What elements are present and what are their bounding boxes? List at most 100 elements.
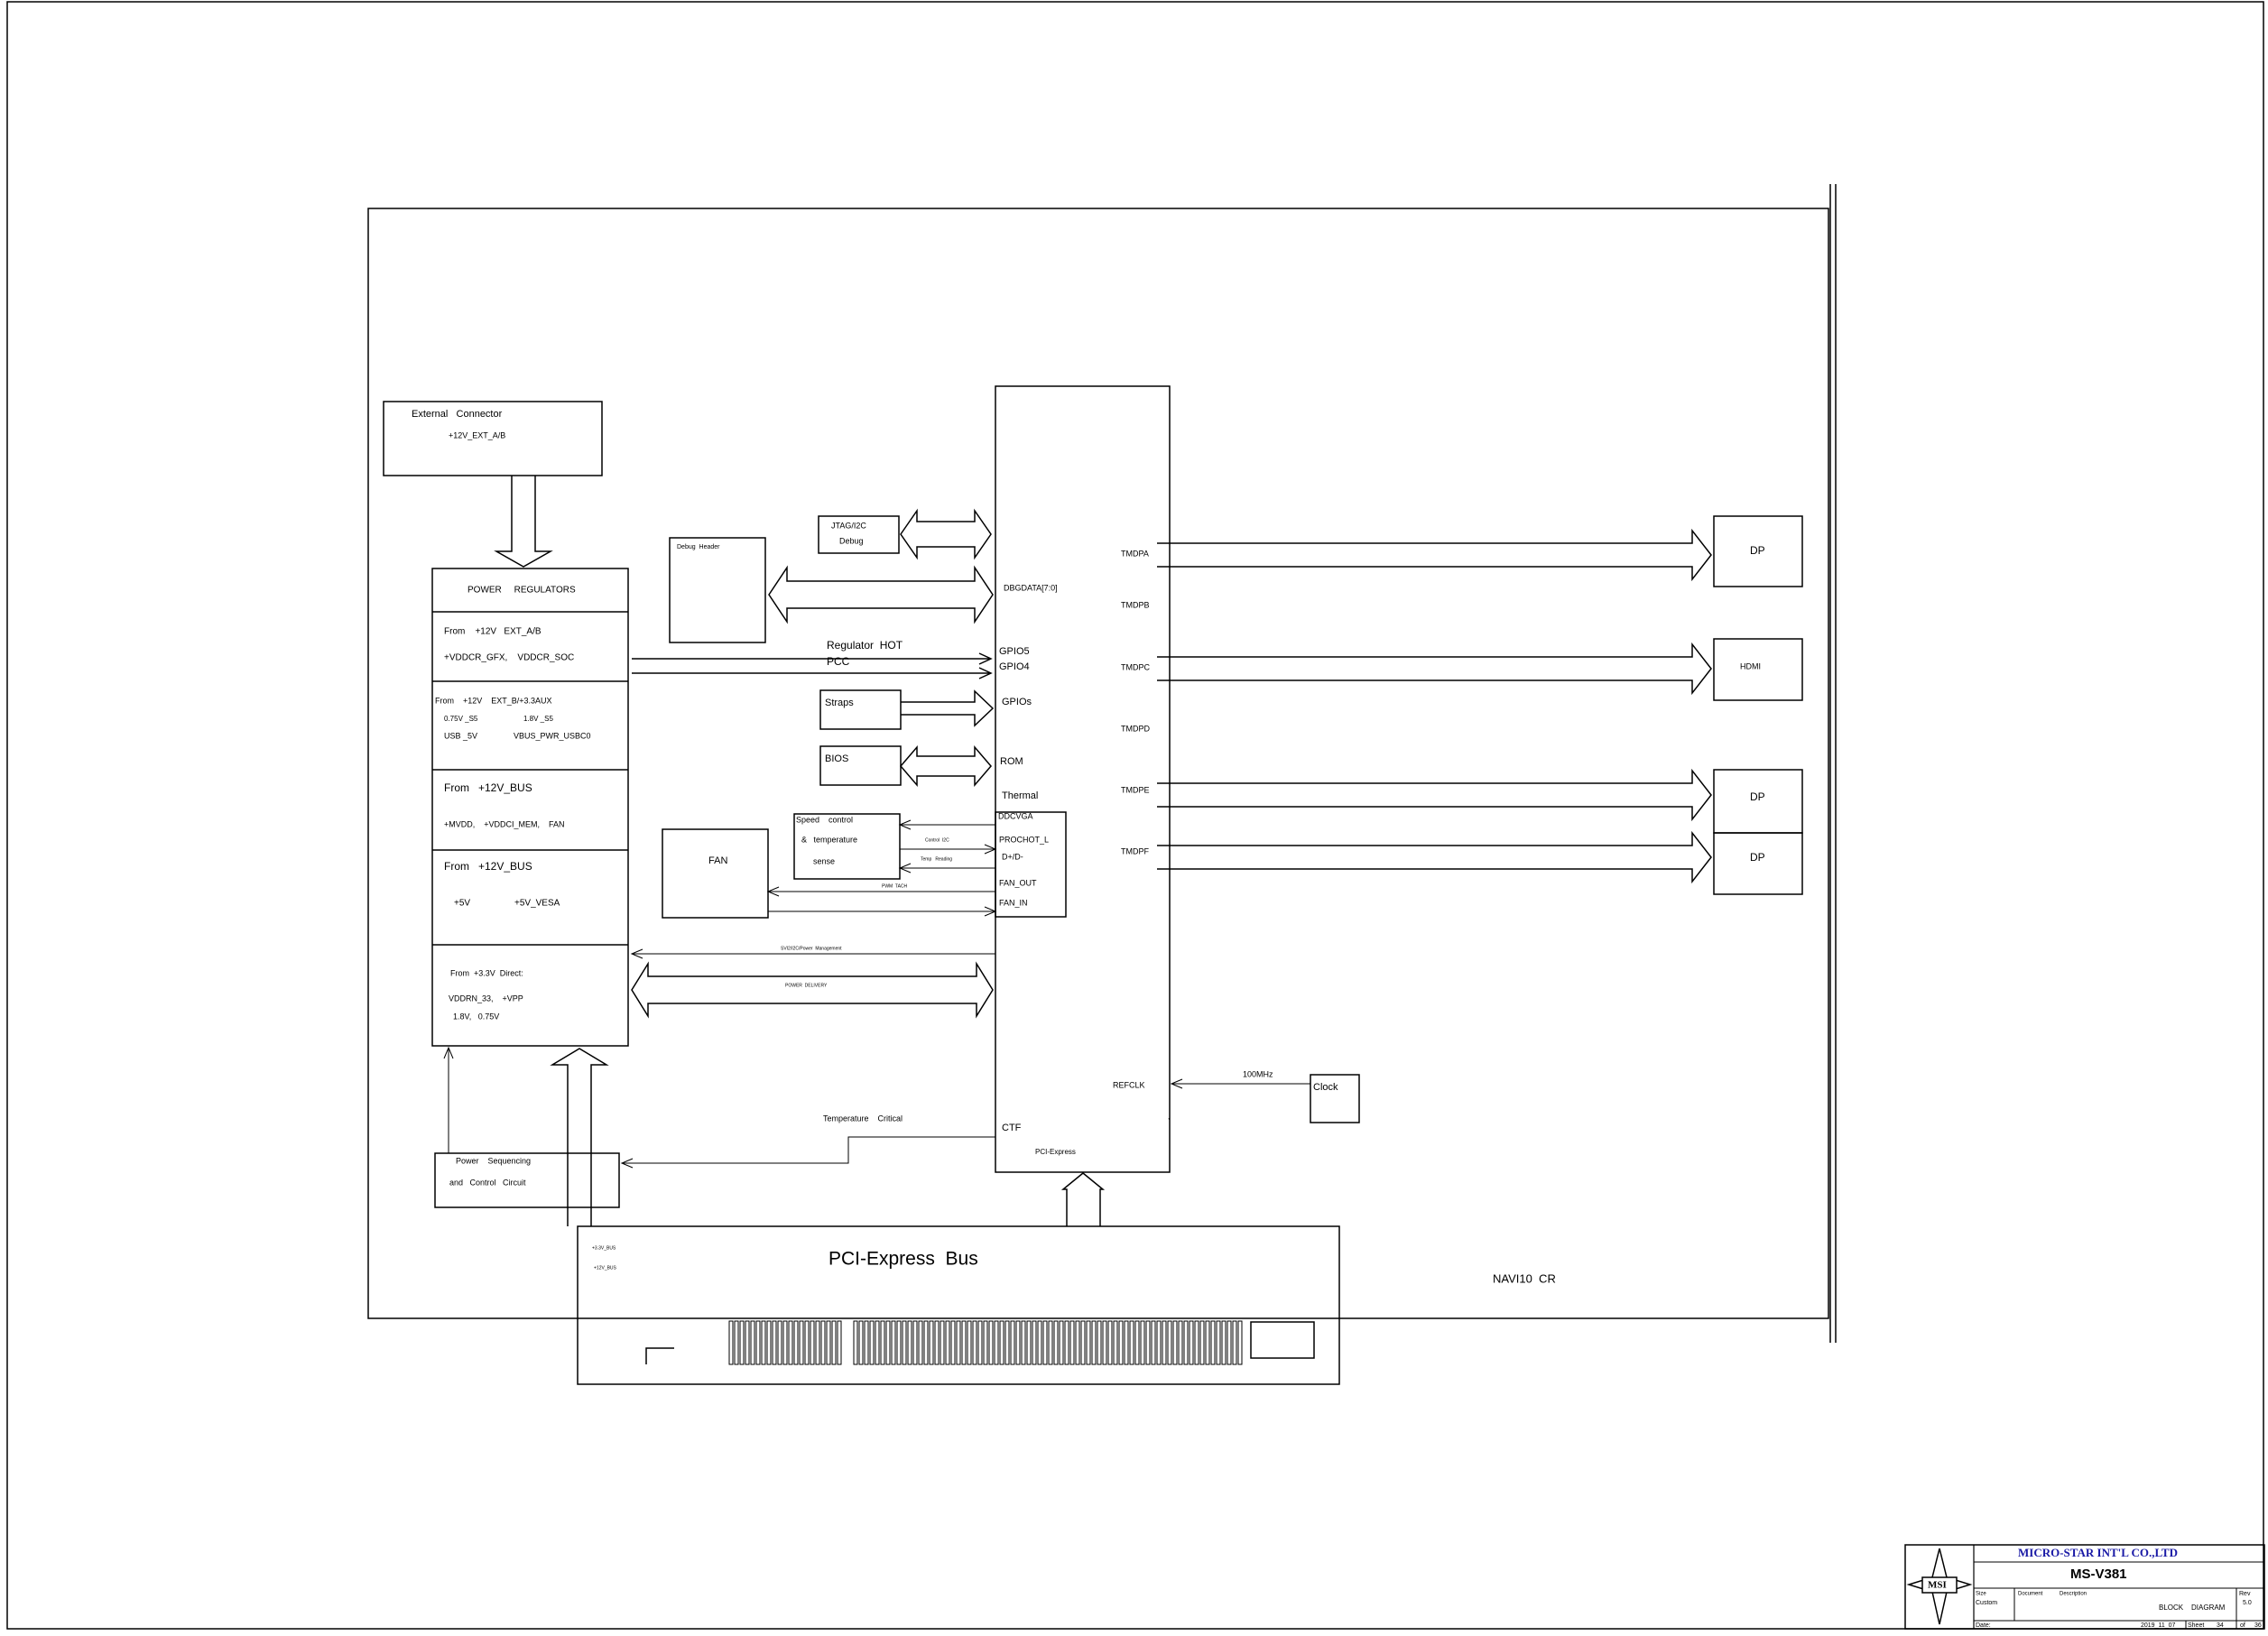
sec2-rail-c: USB _5V — [444, 731, 477, 740]
bus-power-arrow — [550, 1048, 609, 1226]
pcie-to-gpu-arrow — [1060, 1172, 1106, 1226]
gold-finger — [1194, 1320, 1199, 1365]
tmds-label-f: TMDPF — [1121, 846, 1149, 855]
gold-finger — [902, 1320, 907, 1365]
gold-finger — [1167, 1320, 1172, 1365]
gold-finger — [772, 1320, 777, 1365]
bus-rail-b: +12V_BUS — [594, 1265, 617, 1271]
tmds-label-b: TMDPB — [1121, 600, 1150, 609]
pcie-bus-box — [577, 1225, 1340, 1385]
sec3-from: From +12V_BUS — [444, 781, 532, 794]
gold-finger — [1086, 1320, 1091, 1365]
size-value: Custom — [1976, 1600, 1997, 1606]
gold-finger — [977, 1320, 983, 1365]
pin-ctf: CTF — [1002, 1123, 1022, 1133]
fan-in-arrow — [768, 906, 997, 917]
date-label: Date: — [1976, 1622, 1991, 1629]
gold-finger — [907, 1320, 912, 1365]
pin-ddcvga: DDCVGA — [998, 811, 1033, 820]
gold-finger — [1172, 1320, 1178, 1365]
model-number: MS-V381 — [2070, 1567, 2127, 1582]
key-notch-left — [645, 1347, 674, 1364]
gold-finger — [1021, 1320, 1026, 1365]
temp-reading-label: Temp Reading — [921, 856, 952, 862]
straps-box — [819, 689, 902, 730]
debug-header-label: Debug Header — [677, 544, 720, 550]
sheet-border — [6, 1, 2264, 1630]
gold-finger — [853, 1320, 858, 1365]
speed-control-line2: & temperature — [801, 835, 857, 844]
prochot-arrow — [900, 844, 997, 855]
gold-finger — [1183, 1320, 1189, 1365]
jtag-box — [818, 515, 900, 554]
temp-arrow — [898, 863, 995, 873]
tmdpe-arrow — [1157, 768, 1712, 822]
external-connector-title: External Connector — [412, 409, 503, 420]
gold-finger — [1210, 1320, 1216, 1365]
control-i2c-label: Control I2C — [925, 837, 949, 843]
sec4-rail-a: +5V — [454, 899, 470, 909]
gold-finger — [1064, 1320, 1069, 1365]
pin-thermal: Thermal — [1002, 790, 1038, 801]
gold-finger — [1227, 1320, 1232, 1365]
gpu-chip — [995, 385, 1171, 1173]
sec1-from: From +12V EXT_A/B — [444, 627, 542, 637]
rev-label: Rev — [2239, 1591, 2251, 1597]
tmds-label-e: TMDPE — [1121, 785, 1150, 794]
pin-gpios: GPIOs — [1002, 697, 1032, 707]
pcc-arrow — [632, 667, 993, 679]
pin-fan-out: FAN_OUT — [999, 878, 1037, 887]
gold-finger — [810, 1320, 815, 1365]
date-value: 2019_11_07 — [2141, 1622, 2176, 1629]
svi2-line — [630, 948, 995, 959]
gold-finger — [1097, 1320, 1102, 1365]
pin-fan-in: FAN_IN — [999, 898, 1028, 907]
gold-finger — [891, 1320, 896, 1365]
gold-finger — [999, 1320, 1004, 1365]
power-sequencing-line2: and Control Circuit — [449, 1178, 526, 1187]
gold-finger — [1010, 1320, 1015, 1365]
tmds-label-c: TMDPC — [1121, 662, 1150, 671]
pwm-tach-label: PWM TACH — [882, 883, 908, 889]
gold-finger — [1118, 1320, 1124, 1365]
gold-finger — [766, 1320, 772, 1365]
pin-gpio4: GPIO4 — [999, 661, 1030, 672]
gold-finger — [972, 1320, 977, 1365]
gold-finger — [961, 1320, 967, 1365]
gold-finger — [1059, 1320, 1064, 1365]
gold-finger — [967, 1320, 972, 1365]
clock-label: Clock — [1313, 1082, 1338, 1093]
external-connector-rail: +12V_EXT_A/B — [449, 430, 505, 439]
sec2-from: From +12V EXT_B/+3.3AUX — [435, 696, 552, 705]
gold-finger — [1232, 1320, 1237, 1365]
svi2-label: SVI2/I2C/Power Management — [781, 946, 842, 951]
gold-finger — [934, 1320, 940, 1365]
tmds-label-d: TMDPD — [1121, 724, 1150, 733]
speed-control-line1: Speed control — [796, 815, 853, 824]
gold-finger — [750, 1320, 755, 1365]
gold-finger — [734, 1320, 739, 1365]
gold-finger — [1145, 1320, 1151, 1365]
gold-finger — [950, 1320, 956, 1365]
bios-arrow — [900, 744, 992, 788]
dbg-arrow — [768, 565, 994, 624]
pin-dbgdata: DBGDATA[7:0] — [1004, 583, 1058, 592]
msi-logo-plate — [1921, 1576, 1958, 1594]
gold-finger — [837, 1320, 842, 1365]
gold-finger — [1140, 1320, 1145, 1365]
control-i2c-arrow — [898, 819, 995, 830]
gold-finger — [1221, 1320, 1227, 1365]
speed-control-line3: sense — [813, 856, 835, 865]
dp-connector-3 — [1713, 832, 1803, 895]
gold-finger — [1199, 1320, 1205, 1365]
gold-finger — [831, 1320, 837, 1365]
gold-finger — [923, 1320, 929, 1365]
gold-finger — [1129, 1320, 1134, 1365]
gold-finger — [815, 1320, 820, 1365]
hdmi-connector — [1713, 638, 1803, 701]
power-delivery-label: POWER DELIVERY — [785, 983, 828, 988]
gold-finger — [940, 1320, 945, 1365]
dp-label-3: DP — [1750, 851, 1765, 864]
sec4-rail-b: +5V_VESA — [514, 899, 560, 909]
gold-finger — [1134, 1320, 1140, 1365]
